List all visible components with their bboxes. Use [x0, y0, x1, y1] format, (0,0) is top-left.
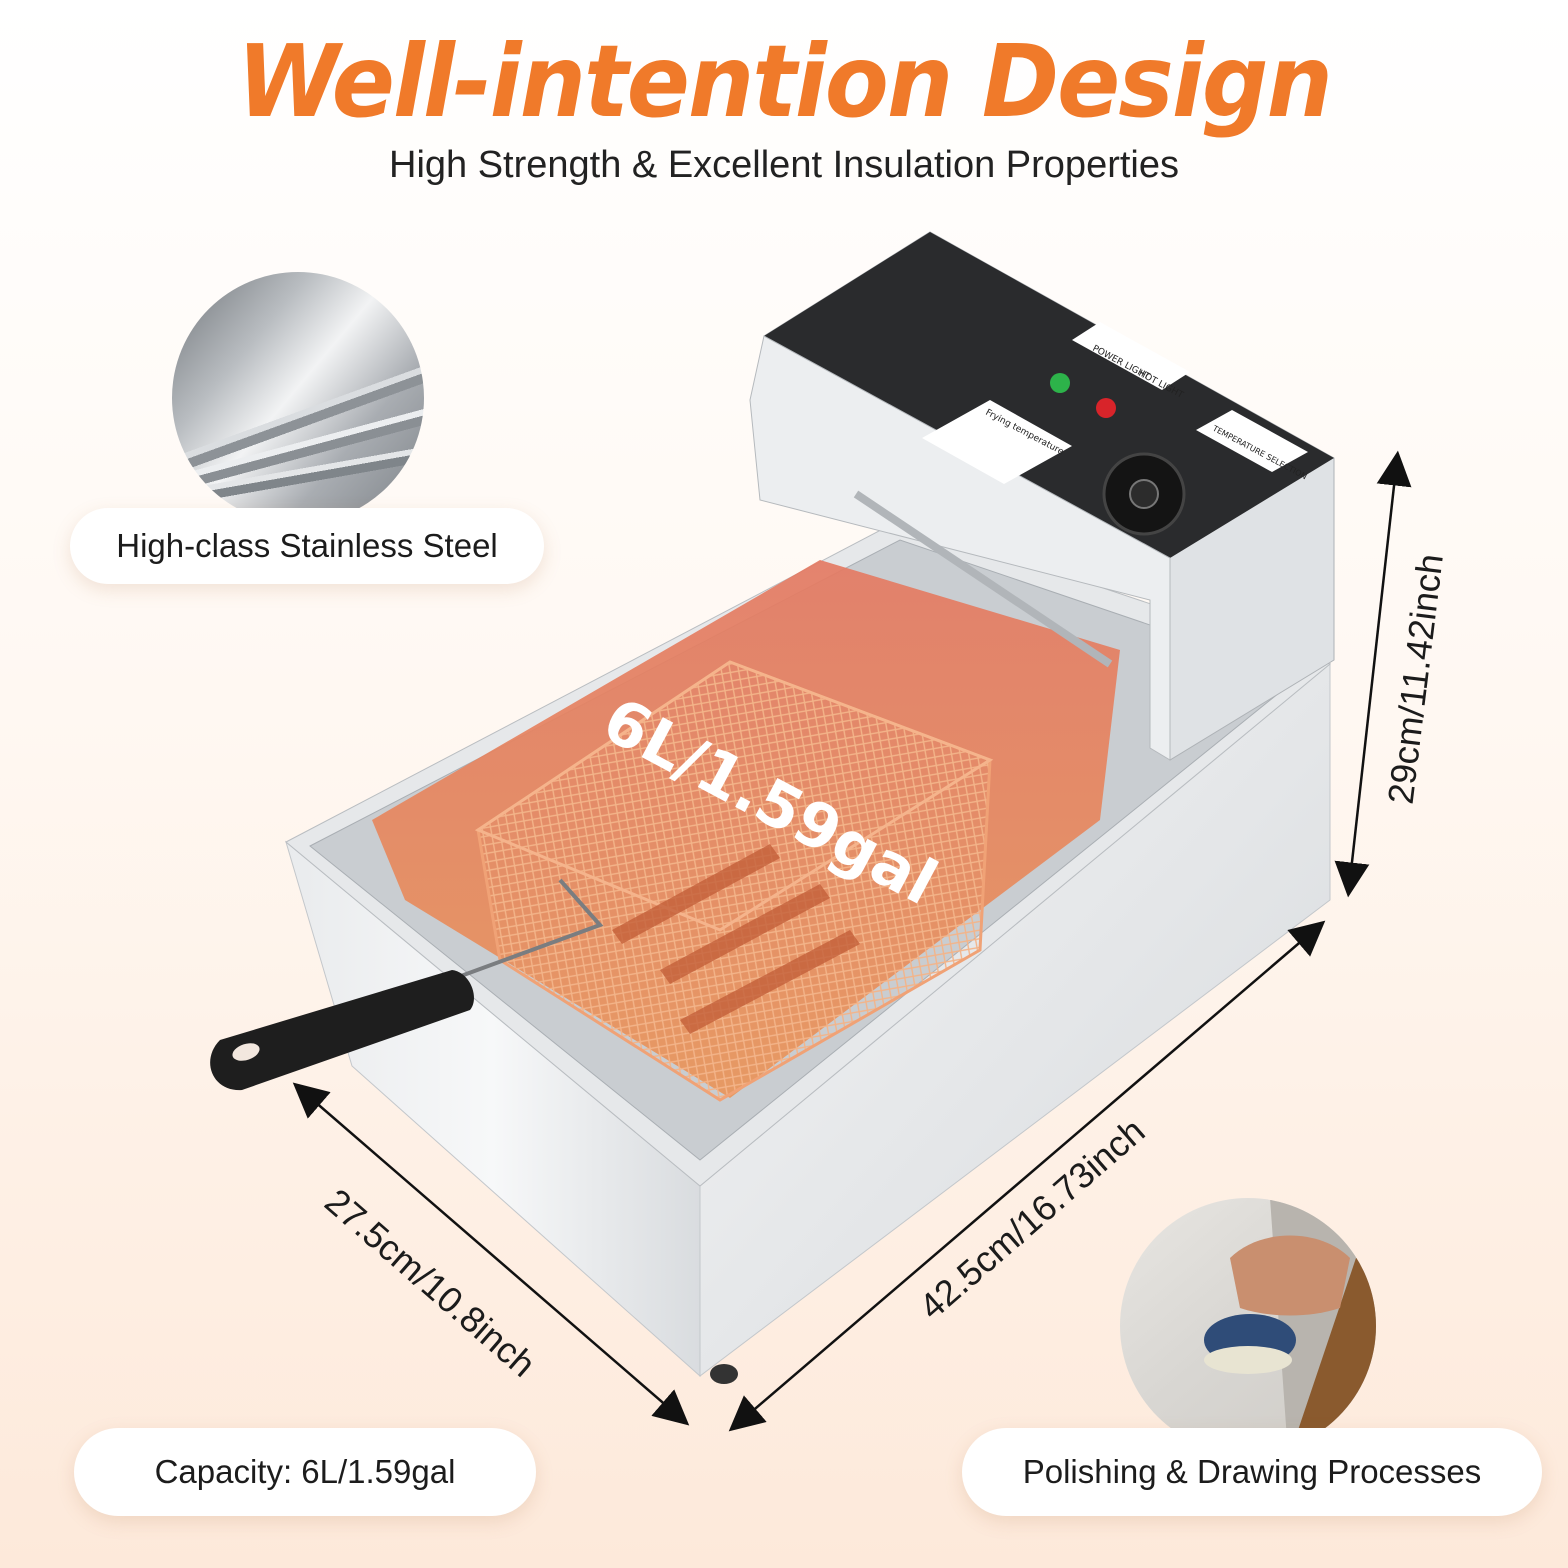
basket-handle: [210, 970, 474, 1091]
control-panel: [764, 232, 1334, 558]
width-dimension-arrow: [292, 1082, 690, 1426]
capacity-badge: Capacity: 6L/1.59gal: [74, 1428, 536, 1516]
polishing-photo: [1120, 1198, 1376, 1454]
stainless-steel-label: High-class Stainless Steel: [116, 527, 498, 564]
hot-light-icon: [1096, 398, 1116, 418]
power-light-icon: [1050, 373, 1070, 393]
stainless-steel-badge: High-class Stainless Steel: [70, 508, 544, 584]
page-title: Well-intention Design: [237, 23, 1333, 140]
frying-temperature-table: [922, 400, 1072, 484]
hand-icon: [1230, 1235, 1350, 1316]
heating-element-rod: [853, 490, 1113, 668]
fryer-foot: [710, 1364, 738, 1384]
wood-edge: [1290, 1258, 1376, 1454]
temp-selection-strip: [1196, 410, 1308, 472]
sander-disc: [1204, 1346, 1292, 1374]
polishing-label: Polishing & Drawing Processes: [1022, 1453, 1482, 1490]
length-dimension-arrow: [728, 920, 1326, 1432]
fry-basket-rim: [474, 660, 994, 932]
height-dimension-arrow: [1334, 450, 1412, 898]
basket-handle-wire: [449, 878, 604, 982]
control-head-front: [749, 335, 1171, 761]
capacity-label: Capacity: 6L/1.59gal: [154, 1453, 456, 1490]
polishing-badge: Polishing & Drawing Processes: [962, 1428, 1542, 1516]
page-subtitle: High Strength & Excellent Insulation Pro…: [389, 144, 1179, 186]
stainless-steel-sample-image: [172, 272, 424, 524]
temperature-knob: [1102, 452, 1186, 536]
